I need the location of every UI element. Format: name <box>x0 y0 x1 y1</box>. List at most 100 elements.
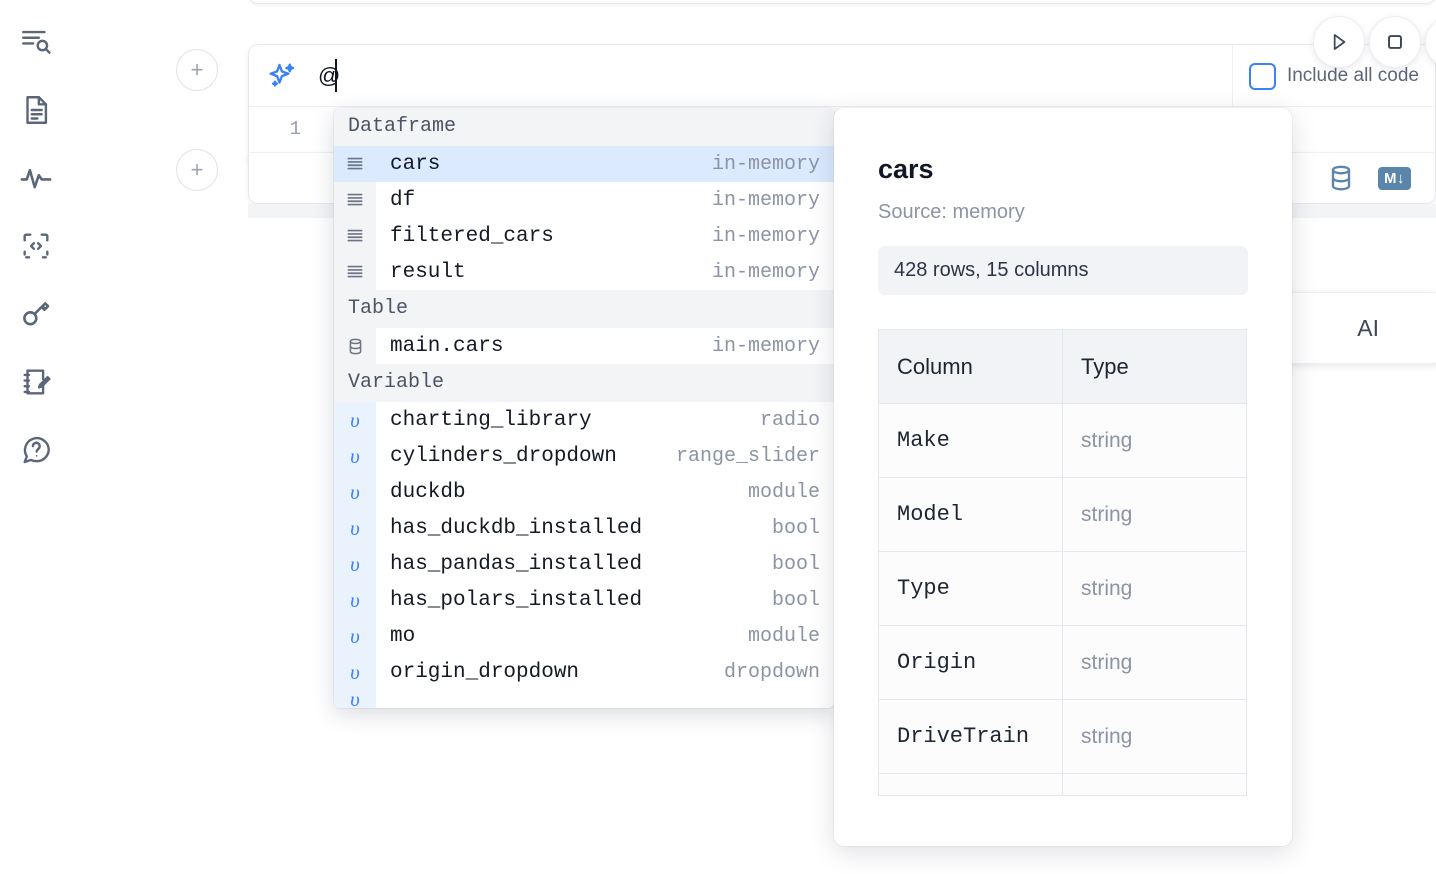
generate-with-ai-button[interactable]: AI <box>1267 292 1436 364</box>
autocomplete-group-header: Dataframe <box>334 108 834 146</box>
stop-cell-button[interactable] <box>1369 16 1421 68</box>
dataframe-icon <box>334 254 376 290</box>
autocomplete-item-type: in-memory <box>711 188 820 212</box>
table-column-header: Type <box>1062 329 1247 404</box>
autocomplete-item-name: cars <box>390 152 441 176</box>
autocomplete-group-header: Variable <box>334 364 834 402</box>
column-type-cell: string <box>1062 477 1247 552</box>
autocomplete-item-type: radio <box>759 408 820 432</box>
column-name-cell <box>878 773 1063 796</box>
column-type-cell: string <box>1062 625 1247 700</box>
variable-icon: υ <box>334 402 376 438</box>
column-name-cell: Make <box>878 403 1063 478</box>
variable-icon: υ <box>334 546 376 582</box>
autocomplete-item-type: in-memory <box>711 260 820 284</box>
preview-source: Source: memory <box>878 201 1025 223</box>
autocomplete-group-header: Table <box>334 290 834 328</box>
autocomplete-item-name: filtered_cars <box>390 224 554 248</box>
autocomplete-item[interactable]: df in-memory <box>334 182 834 218</box>
autocomplete-item-clipped[interactable]: υ <box>334 690 834 708</box>
column-name-cell: Model <box>878 477 1063 552</box>
secrets-key-icon[interactable] <box>12 290 60 338</box>
sidebar-rail <box>0 0 72 874</box>
variable-icon: υ <box>334 654 376 690</box>
file-explorer-icon[interactable] <box>12 86 60 134</box>
help-chat-icon[interactable] <box>12 426 60 474</box>
autocomplete-item-type: bool <box>771 552 820 576</box>
previous-cell-card <box>248 0 1436 4</box>
column-name-cell: DriveTrain <box>878 699 1063 774</box>
scratchpad-icon[interactable] <box>12 358 60 406</box>
activity-icon[interactable] <box>12 154 60 202</box>
prompt-text-value: @ <box>318 63 341 88</box>
prompt-row-right-controls: Include all code <box>1231 45 1435 107</box>
variable-icon: υ <box>334 474 376 510</box>
database-icon <box>334 328 376 364</box>
generate-with-ai-label: AI <box>1357 314 1379 341</box>
autocomplete-item-name: cylinders_dropdown <box>390 444 617 468</box>
autocomplete-item-name: df <box>390 188 416 212</box>
text-cursor <box>335 59 337 92</box>
autocomplete-item-name: has_pandas_installed <box>390 552 643 576</box>
preview-title: cars <box>878 154 934 184</box>
variable-icon: υ <box>334 582 376 618</box>
run-cell-button[interactable] <box>1313 16 1365 68</box>
line-number: 1 <box>289 118 301 140</box>
autocomplete-item-type: module <box>747 480 820 504</box>
column-type-cell: string <box>1062 551 1247 626</box>
variable-icon: υ <box>334 510 376 546</box>
include-all-code-checkbox[interactable]: Include all code <box>1248 62 1435 90</box>
autocomplete-item-name: main.cars <box>390 334 504 358</box>
autocomplete-item-type: range_slider <box>675 444 820 468</box>
outline-search-icon[interactable] <box>12 18 60 66</box>
dataframe-icon <box>334 218 376 254</box>
column-type-cell <box>1062 773 1247 796</box>
markdown-badge[interactable]: M↓ <box>1378 166 1411 190</box>
ai-prompt-row: @ Include all code <box>249 45 1435 107</box>
autocomplete-item[interactable]: filtered_cars in-memory <box>334 218 834 254</box>
dataframe-preview-panel: cars Source: memory 428 rows, 15 columns… <box>834 108 1292 846</box>
checkbox-box[interactable] <box>1248 62 1276 90</box>
add-cell-above-button[interactable]: + <box>176 49 218 91</box>
autocomplete-item[interactable]: υ origin_dropdown dropdown <box>334 654 834 690</box>
autocomplete-item-name: duckdb <box>390 480 466 504</box>
snippets-icon[interactable] <box>12 222 60 270</box>
autocomplete-item-type: in-memory <box>711 334 820 358</box>
code-editor-row[interactable]: 1 <box>249 107 1435 167</box>
autocomplete-item-name: origin_dropdown <box>390 660 580 684</box>
include-all-code-label: Include all code <box>1286 65 1419 86</box>
autocomplete-item[interactable]: main.cars in-memory <box>334 328 834 364</box>
autocomplete-item[interactable]: υ cylinders_dropdown range_slider <box>334 438 834 474</box>
autocomplete-item-type: in-memory <box>711 224 820 248</box>
table-row-clipped <box>878 773 1247 796</box>
variable-icon: υ <box>334 690 376 708</box>
autocomplete-item-type: module <box>747 624 820 648</box>
column-type-cell: string <box>1062 403 1247 478</box>
variable-icon: υ <box>334 618 376 654</box>
autocomplete-item-name: has_polars_installed <box>390 588 643 612</box>
autocomplete-item-type: dropdown <box>723 660 820 684</box>
column-name-cell: Type <box>878 551 1063 626</box>
autocomplete-item-type: bool <box>771 516 820 540</box>
add-cell-below-button[interactable]: + <box>176 149 218 191</box>
dataframe-icon <box>334 182 376 218</box>
database-icon[interactable] <box>1326 163 1356 193</box>
column-name-cell: Origin <box>878 625 1063 700</box>
autocomplete-item-name: mo <box>390 624 416 648</box>
variable-icon: υ <box>334 438 376 474</box>
autocomplete-item[interactable]: υ has_pandas_installed bool <box>334 546 834 582</box>
